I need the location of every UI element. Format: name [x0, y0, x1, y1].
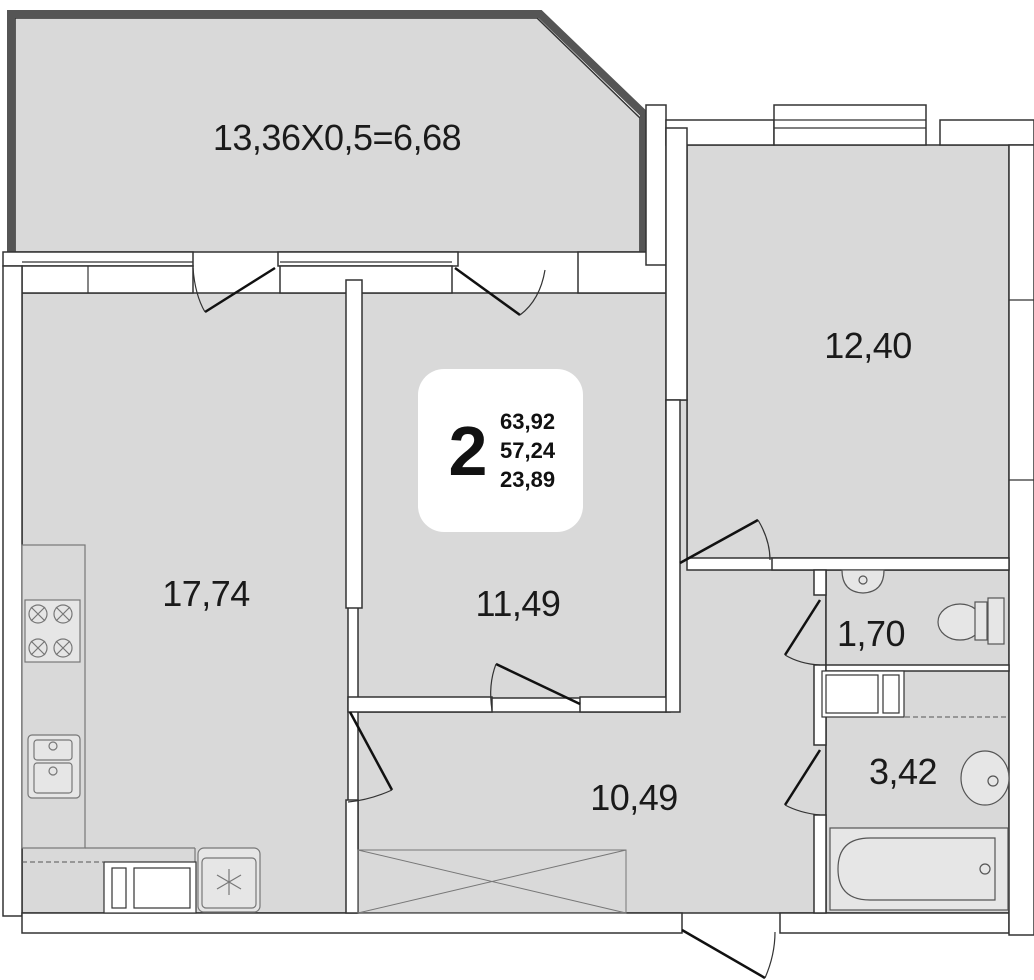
wall-bath-left-top [813, 569, 827, 596]
kitchen-sink-drain [48, 766, 58, 776]
bathroom-fixtures [829, 750, 1010, 911]
door-leaf [681, 928, 766, 980]
kitchen-fixtures [21, 544, 261, 913]
area-without-balcony: 57,24 [500, 438, 556, 463]
wall-living-bedroom [665, 127, 688, 401]
kitchen-sink-bowl [33, 739, 73, 761]
door-arc [519, 269, 546, 316]
wall-bedroom-bottom [771, 557, 1010, 571]
wall-outer-bottom-left [21, 912, 683, 934]
wall-toilet-bath [825, 664, 1010, 672]
apartment-summary-badge: 2 63,92 57,24 23,89 [418, 369, 583, 532]
toilet-cistern [987, 597, 1005, 645]
wall-top-window [773, 104, 927, 146]
door-arc [784, 654, 821, 666]
kitchen-window-sill [103, 861, 197, 914]
bedroom-floor [686, 144, 1010, 559]
hallway-area-label: 10,49 [590, 777, 678, 818]
door-arc [347, 789, 393, 803]
wall-bath-left-bottom [813, 814, 827, 914]
walls [2, 104, 1034, 936]
door-leaf [348, 711, 394, 791]
stove-burner [53, 604, 73, 624]
windows [22, 119, 1034, 481]
toilet-sink [841, 569, 885, 594]
wall-balcony-mid-lower [279, 265, 453, 294]
bathtub-drain [979, 863, 991, 875]
fridge-inner [201, 857, 257, 909]
hall-wardrobe [357, 849, 627, 914]
wall-balcony-left-lower [21, 265, 194, 294]
door-leaf [495, 662, 581, 706]
bedroom-area-label: 12,40 [824, 325, 912, 366]
wall-balcony-left [2, 251, 194, 267]
wardrobe-diagonal [357, 849, 627, 914]
kitchen-sink [27, 734, 81, 799]
bath-vent-window [821, 670, 905, 718]
stove-burner [53, 638, 73, 658]
balcony-parapet [7, 10, 648, 254]
balcony-area-label: 13,36X0,5=6,68 [213, 117, 461, 158]
toilet-area-label: 1,70 [837, 613, 905, 654]
wall-living-bottom-left [347, 696, 493, 713]
wall-kitchen-living [345, 279, 363, 609]
bathroom-area-label: 3,42 [869, 751, 937, 792]
bathtub [829, 827, 1009, 911]
room-count: 2 [448, 411, 488, 490]
wall-living-bottom-right [579, 696, 671, 713]
wall-balcony-mid [277, 251, 459, 267]
door-leaf [783, 749, 822, 806]
fridge-snowflake-icon [216, 869, 242, 895]
wall-kitchen-niche [103, 861, 197, 914]
stove-burner [28, 604, 48, 624]
door-arc [192, 267, 206, 313]
wall-living-right-lower [665, 399, 681, 713]
kitchen-area-label: 17,74 [162, 573, 250, 614]
wall-top-bedroom-right [939, 119, 1034, 146]
living-area: 23,89 [500, 467, 556, 492]
window-frame [825, 674, 879, 714]
wall-outer-right [1008, 144, 1034, 936]
kitchen-sink-bowl [33, 762, 73, 794]
total-area: 63,92 [500, 409, 556, 434]
wall-outer-left [2, 265, 23, 917]
wall-outer-bottom-right [779, 912, 1010, 934]
bathroom-sink [960, 750, 1010, 806]
door-leaf [679, 518, 759, 565]
door-arc [490, 663, 497, 711]
balcony-parapet-line [7, 10, 648, 254]
bathtub-inner [837, 837, 996, 901]
door-leaf [204, 266, 276, 314]
wall-kitchen-hall [345, 799, 359, 914]
bathroom-sink-drain [987, 775, 999, 787]
window-frame [882, 674, 900, 714]
window-frame [133, 867, 191, 909]
door-arc [784, 804, 821, 816]
living-room-area-label: 11,49 [476, 583, 561, 624]
toilet-tank [974, 601, 988, 641]
door-arc [764, 931, 776, 979]
toilet-fixtures [841, 569, 1005, 645]
door-leaf [454, 266, 521, 317]
doors [204, 266, 822, 980]
door-arc [757, 519, 771, 561]
toilet-sink-drain [858, 575, 868, 585]
window-frame [821, 670, 905, 718]
stove-burner-cross [30, 606, 71, 656]
window-frame [111, 867, 127, 909]
wall-top-right-corner [645, 104, 667, 266]
stove-burner [28, 638, 48, 658]
wardrobe [357, 849, 627, 914]
area-list: 63,92 57,24 23,89 [500, 407, 555, 494]
door-leaf [783, 599, 822, 656]
door-arcs [192, 267, 821, 979]
kitchen-sink-drain [48, 741, 58, 751]
kitchen-counter [21, 544, 86, 849]
